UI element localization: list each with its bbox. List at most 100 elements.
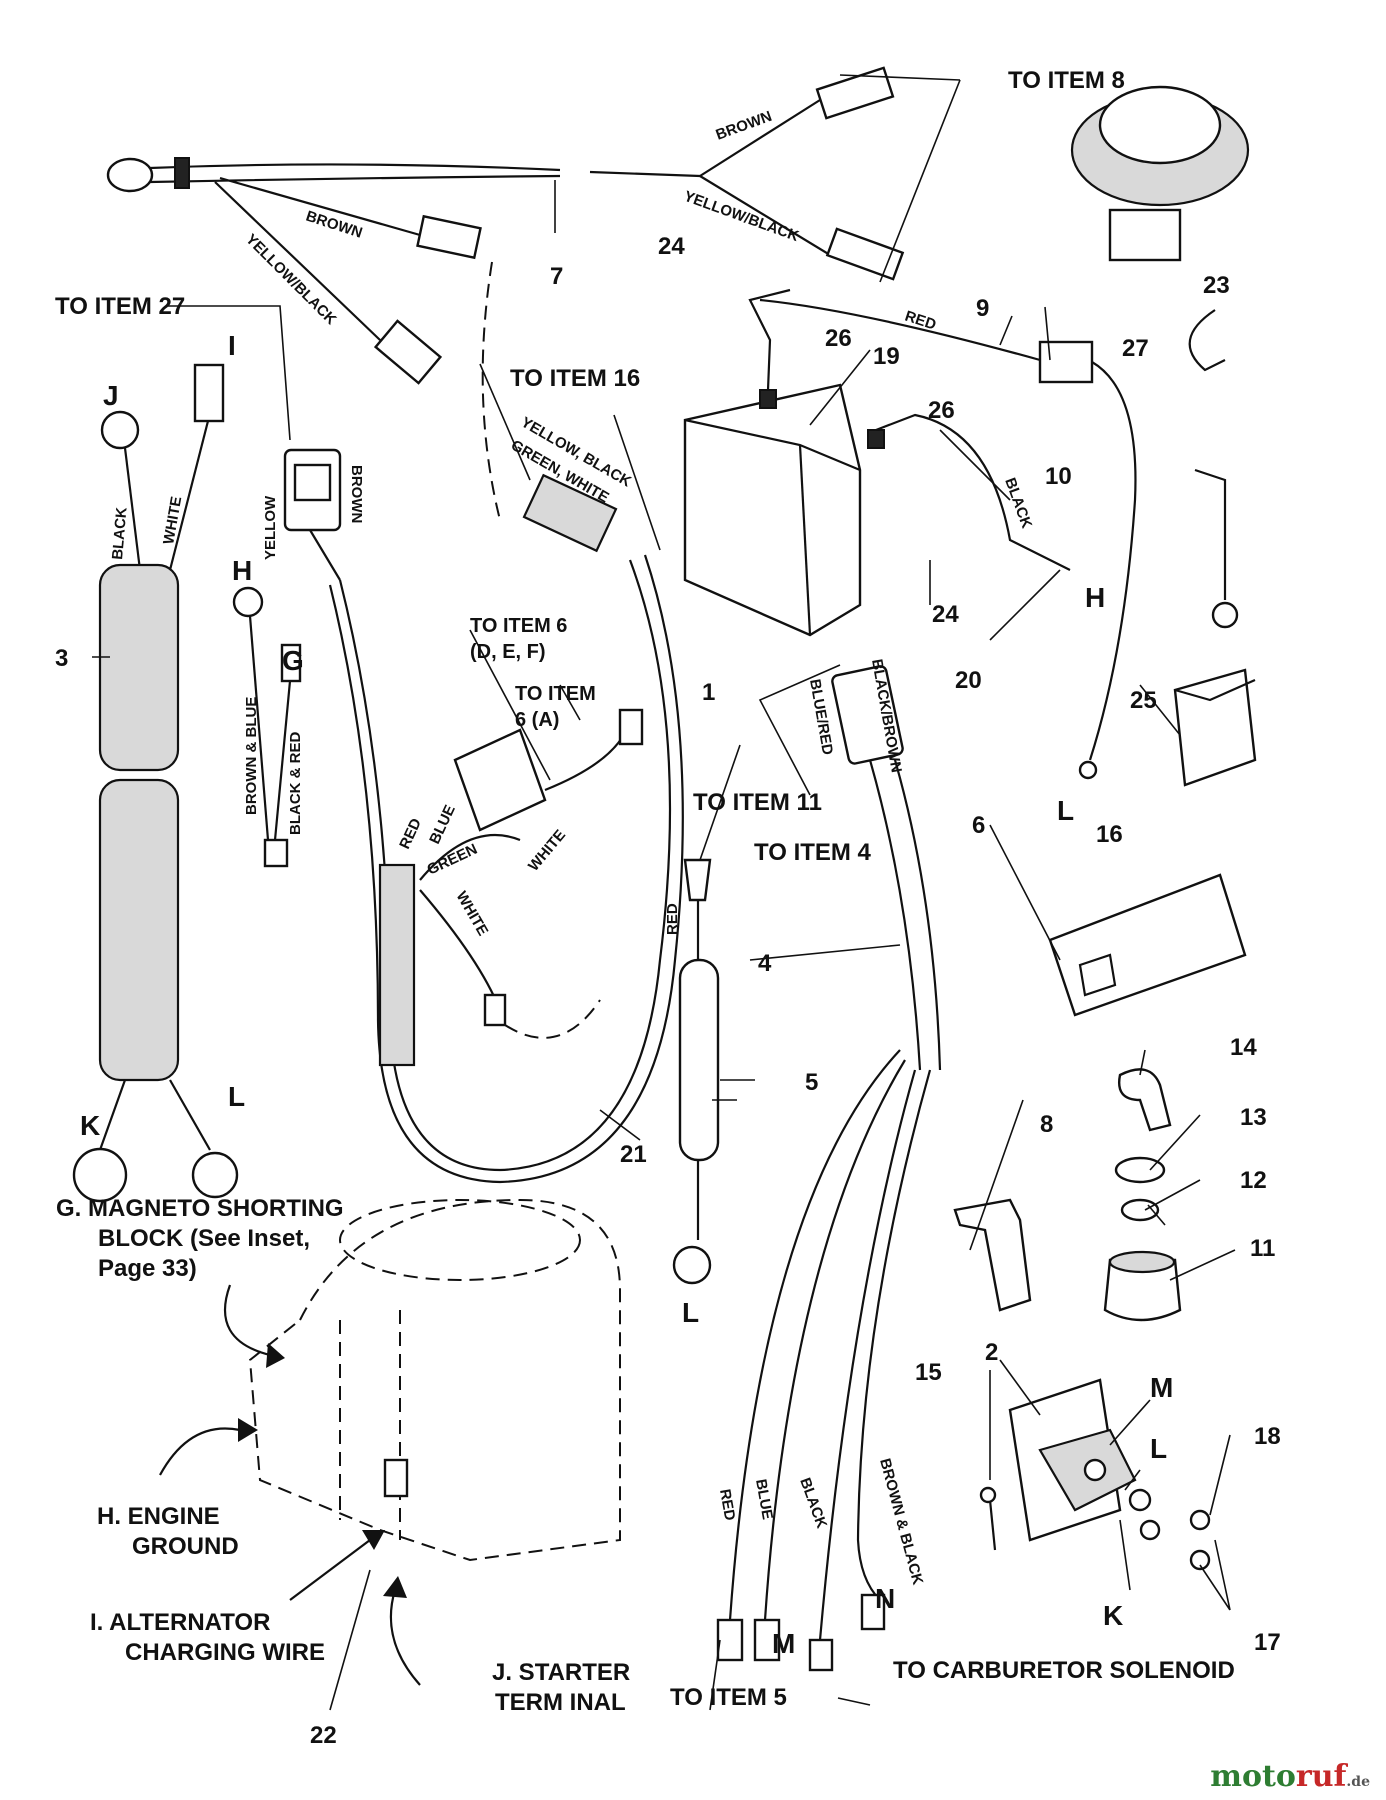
ignition-switch-parts [1103, 1068, 1182, 1322]
item-number-8: 8 [1040, 1111, 1053, 1138]
callout-to-item-6-def-sub: (D, E, F) [470, 641, 546, 663]
item-number-21: 21 [620, 1141, 647, 1168]
item-number-2: 2 [985, 1339, 998, 1366]
callout-to-item-6-def: TO ITEM 6 [470, 615, 567, 637]
item-number-16: 16 [1096, 821, 1123, 848]
fuse-holder-item-5 [672, 858, 720, 1285]
terminal-l-left: L [228, 1081, 245, 1112]
item-number-23: 23 [1203, 272, 1230, 299]
terminal-k-switch: K [1103, 1600, 1123, 1631]
wire-red-5: RED [664, 903, 681, 935]
item-number-17: 17 [1254, 1629, 1281, 1656]
item-number-10: 10 [1045, 463, 1072, 490]
item-number-27: 27 [1122, 335, 1149, 362]
ground-harness-item-3 [72, 363, 239, 1203]
item-number-26b: 26 [928, 397, 955, 424]
item-number-11: 11 [1250, 1235, 1275, 1262]
starter-solenoid-item-27 [1070, 85, 1250, 262]
item-number-18: 18 [1254, 1423, 1281, 1450]
terminal-m-switch: M [1150, 1372, 1173, 1403]
terminal-k-left: K [80, 1110, 100, 1141]
callout-to-item-11: TO ITEM 11 [693, 789, 822, 816]
wire-brown-blue: BROWN & BLUE [243, 697, 260, 815]
terminal-m-bottom: M [772, 1628, 795, 1659]
item-number-19: 19 [873, 343, 900, 370]
item-number-12: 12 [1240, 1167, 1267, 1194]
callout-to-item-16: TO ITEM 16 [510, 365, 640, 392]
red-cable-item-9 [759, 298, 1137, 780]
item-number-15: 15 [915, 1359, 942, 1386]
item-number-20: 20 [955, 667, 982, 694]
terminal-l-switch: L [1150, 1433, 1167, 1464]
watermark-part1: moto [1210, 1759, 1296, 1794]
watermark-logo: motoruf.de [1210, 1759, 1370, 1794]
wire-red-4: RED [716, 1488, 738, 1522]
legend-h-line2: GROUND [132, 1533, 239, 1560]
harness-item-4 [716, 665, 942, 1672]
wire-brown-left: BROWN [304, 208, 365, 242]
terminal-h-left: H [232, 555, 252, 586]
item-number-22: 22 [310, 1722, 337, 1749]
item-number-7: 7 [550, 263, 563, 290]
watermark-suffix: .de [1346, 1774, 1370, 1790]
terminal-n: N [875, 1583, 895, 1614]
legend-j-line2: TERM INAL [495, 1689, 626, 1716]
lever-item-25 [1194, 468, 1239, 629]
item-number-24b: 24 [932, 601, 959, 628]
item-number-6: 6 [972, 812, 985, 839]
callout-to-item-6-a-sub: 6 (A) [515, 709, 559, 731]
terminal-g: G [282, 645, 304, 676]
terminal-l-right: L [1057, 795, 1074, 826]
harness-item-21 [328, 473, 684, 1184]
item-number-3: 3 [55, 645, 68, 672]
relay-item-16 [1173, 668, 1257, 787]
wire-brown-top: BROWN [714, 108, 775, 144]
legend-g-line1: G. MAGNETO SHORTING [56, 1195, 344, 1222]
wire-yellow-27: YELLOW [262, 495, 279, 560]
item-number-25: 25 [1130, 687, 1157, 714]
watermark-part2: ruf [1295, 1759, 1347, 1794]
callout-to-item-4: TO ITEM 4 [754, 839, 872, 866]
legend-i-line1: I. ALTERNATOR [90, 1609, 270, 1636]
clip-item-23 [1188, 309, 1226, 372]
terminals-g-h [232, 586, 302, 868]
wire-blue-4: BLUE [752, 1478, 776, 1521]
connector-item-6 [1048, 873, 1247, 1017]
wire-black-red: BLACK & RED [287, 732, 304, 835]
item-number-1: 1 [702, 679, 715, 706]
legend-i-line2: CHARGING WIRE [125, 1639, 325, 1666]
wire-red-6: RED [396, 816, 425, 852]
wire-yellow-black-left: YELLOW/BLACK [242, 231, 340, 329]
wire-black-3: BLACK [109, 506, 131, 560]
terminal-h-right: H [1085, 582, 1105, 613]
terminal-l-mid: L [682, 1297, 699, 1328]
legend-j-line1: J. STARTER [492, 1659, 630, 1686]
wire-white-6b: WHITE [453, 889, 492, 939]
wire-green-6: GREEN [425, 841, 481, 879]
wire-white-6: WHITE [525, 827, 569, 875]
callout-to-carburetor: TO CARBURETOR SOLENOID [893, 1657, 1235, 1684]
callout-to-item-27: TO ITEM 27 [55, 293, 185, 320]
callout-to-item-6-a: TO ITEM [515, 683, 596, 705]
item-number-26a: 26 [825, 325, 852, 352]
engine-outline [248, 1198, 621, 1562]
wire-brown-black: BROWN & BLACK [876, 1457, 926, 1587]
wire-brown-27: BROWN [348, 465, 365, 523]
legend-g-line3: Page 33) [98, 1255, 197, 1282]
callout-to-item-8: TO ITEM 8 [1008, 67, 1125, 94]
wire-blue-red: BLUE/RED [806, 678, 836, 757]
legend-g-line2: BLOCK (See Inset, [98, 1225, 310, 1252]
bracket-item-8 [953, 1198, 1032, 1312]
wire-black-4: BLACK [796, 1476, 830, 1531]
connector-to-item-27 [283, 448, 342, 581]
wire-yellow-black-top: YELLOW/BLACK [682, 188, 802, 245]
main-harness-item-7 [106, 66, 905, 521]
leader-lines [92, 74, 1236, 1711]
callout-to-item-5: TO ITEM 5 [670, 1684, 787, 1711]
terminal-j: J [103, 380, 119, 411]
item-number-24a: 24 [658, 233, 685, 260]
item-number-4: 4 [758, 950, 772, 977]
legend-arrows [159, 1284, 421, 1711]
item-number-5: 5 [805, 1069, 818, 1096]
